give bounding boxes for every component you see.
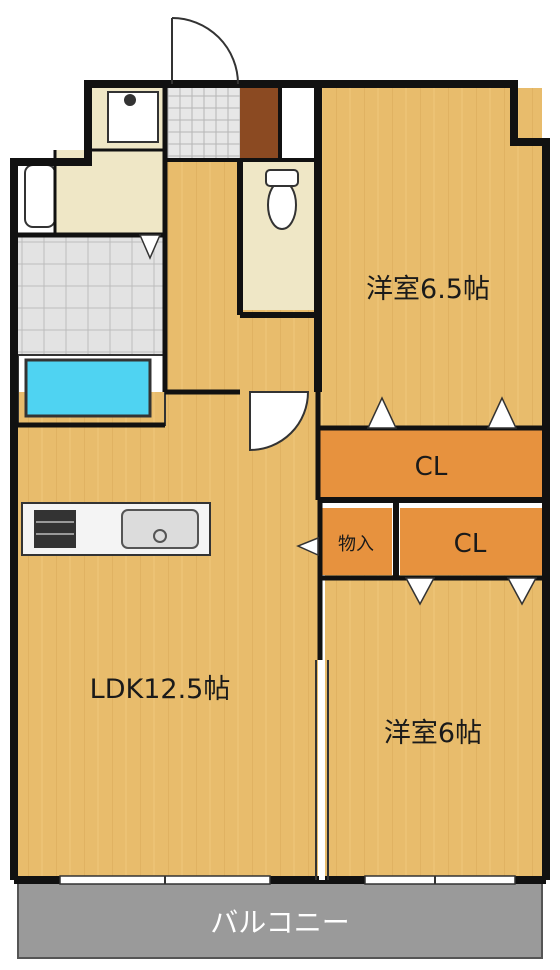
- stove-icon: [34, 510, 76, 548]
- bathroom-floor: [18, 235, 165, 355]
- closet-door-markers: [138, 234, 538, 606]
- storage-closet: [320, 508, 392, 575]
- washing-machine-pan: [24, 164, 56, 228]
- bathtub: [24, 358, 152, 418]
- western-room-2-label: 洋室6帖: [384, 718, 482, 749]
- closet-2: [400, 508, 542, 575]
- western-room-2-floor: [325, 575, 542, 880]
- walls: [10, 80, 550, 884]
- windows: [59, 875, 516, 885]
- closet-2-label: CL: [454, 529, 487, 559]
- western-room-1-label: 洋室6.5帖: [366, 274, 490, 305]
- washbasin-icon: [107, 91, 159, 143]
- storage-label: 物入: [338, 534, 374, 555]
- ldk-floor: [18, 392, 318, 880]
- balcony-label: バルコニー: [210, 906, 349, 939]
- ldk-door: [249, 391, 310, 452]
- balcony-area: [17, 879, 543, 959]
- western-room-1-floor: [318, 88, 542, 428]
- closet-1: [320, 428, 542, 500]
- entrance-door: [171, 17, 239, 85]
- toilet-icon: [267, 180, 297, 230]
- entrance-floor: [165, 88, 240, 160]
- closet-1-label: CL: [415, 452, 448, 482]
- ldk-label: LDK12.5帖: [90, 674, 231, 705]
- shoe-cabinet: [240, 88, 280, 160]
